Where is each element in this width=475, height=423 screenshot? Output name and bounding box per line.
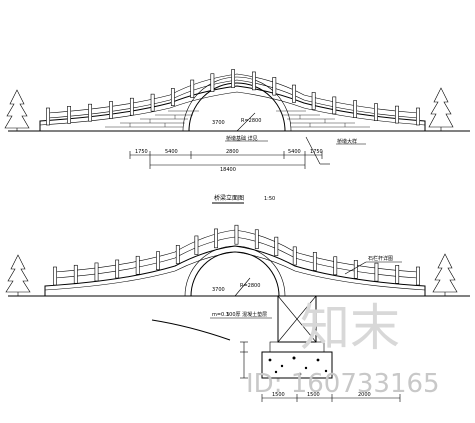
upper-railing-post — [252, 71, 256, 91]
lower-railing-post — [214, 228, 218, 249]
lower-arch-label-1: R=2800 — [240, 283, 260, 289]
upper-radius-leader — [236, 112, 256, 132]
lower-bridge-body — [44, 245, 426, 296]
lower-railing-post — [292, 246, 297, 266]
upper-railing-post — [170, 88, 175, 106]
upper-callout-label: 桥墩大样 — [337, 138, 357, 145]
upper-railing-post — [231, 69, 235, 88]
upper-dim-total: 18400 — [220, 167, 236, 173]
upper-railing-post — [210, 73, 215, 92]
upper-tree-right — [428, 87, 454, 131]
upper-railing-post — [88, 103, 92, 122]
lower-railing-post — [374, 262, 379, 282]
upper-railing-post — [67, 106, 71, 124]
lower-callout-label: 石栏杆详图 — [368, 255, 393, 262]
lower-railing-post — [254, 229, 259, 249]
upper-railing-post — [332, 96, 337, 115]
lower-railing-post — [175, 245, 180, 264]
lower-railing-post — [94, 262, 99, 282]
upper-dim-1: 1750 — [135, 149, 148, 155]
upper-arch — [188, 82, 286, 132]
upper-railing-post — [190, 79, 195, 98]
lower-callout-leader — [344, 261, 367, 275]
upper-railing-post — [374, 103, 378, 121]
upper-railing-post — [46, 107, 50, 126]
upper-railing-post — [311, 92, 316, 110]
upper-railing-post — [272, 77, 277, 96]
lower-dim-2: 1500 — [307, 392, 320, 398]
upper-bridge-body — [39, 85, 426, 131]
lower-railing-posts — [53, 224, 420, 286]
upper-drawing-title: 桥梁立面图 — [214, 194, 244, 202]
upper-dim-2: 5400 — [165, 149, 178, 155]
upper-dim-5: 1750 — [310, 149, 323, 155]
upper-dim-4: 5400 — [288, 149, 301, 155]
lower-radius-leader — [234, 277, 251, 297]
upper-arch-label-1: R=2800 — [241, 118, 261, 124]
upper-railing-posts — [46, 69, 420, 126]
lower-railing-post — [73, 264, 78, 284]
lower-railing-post — [115, 259, 120, 279]
lower-tree-right — [432, 253, 458, 296]
upper-elevation: 1750 5400 2800 5400 1750 18400 R=2800 37… — [4, 69, 470, 204]
upper-railing-post — [109, 101, 113, 119]
lower-dim-3: 2000 — [358, 392, 371, 398]
watermark: 知末 ID: 160733165 — [246, 299, 440, 399]
lower-railing-post — [135, 255, 140, 275]
lower-section-label-1: m=0.3 — [212, 312, 229, 318]
lower-railing-post — [194, 235, 199, 255]
upper-railing-post — [353, 100, 357, 118]
upper-railing-post — [292, 84, 296, 103]
upper-drawing-scale: 1:50 — [264, 196, 275, 202]
upper-callout-leader — [305, 136, 321, 165]
lower-railing-post — [416, 266, 420, 286]
upper-deck-line — [39, 91, 426, 126]
lower-arch-label-2: 3700 — [212, 287, 225, 293]
upper-rail-top — [47, 73, 419, 114]
watermark-logo: 知末 — [300, 299, 400, 357]
lower-arch-ring — [184, 245, 286, 297]
lower-arch — [190, 251, 280, 297]
watermark-id: ID: 160733165 — [246, 369, 440, 399]
upper-railing-post — [395, 105, 399, 124]
lower-railing-post — [353, 259, 358, 279]
upper-tree-left — [4, 89, 30, 131]
lower-railing-post — [156, 251, 160, 271]
lower-elevation: R=2800 3700 石栏杆详图 m=0.3 100厚 混凝土垫层 — [5, 224, 470, 402]
upper-dim-3: 2800 — [226, 149, 239, 155]
lower-railing-post — [333, 256, 338, 276]
upper-railing-post — [150, 93, 155, 112]
upper-rail-bottom — [47, 79, 419, 119]
lower-railing-post — [312, 252, 317, 271]
upper-railing-post — [129, 97, 134, 116]
lower-railing-post — [53, 266, 57, 286]
lower-tree-left — [5, 254, 31, 296]
upper-masonry — [105, 110, 370, 128]
lower-cut-curve — [151, 319, 231, 341]
upper-arch-label-2: 3700 — [212, 120, 225, 126]
lower-railing-post — [274, 236, 279, 256]
upper-arch-ring — [182, 76, 292, 132]
upper-base-label: 桥墩基础 详见 — [226, 135, 258, 142]
lower-section-label-2: 100厚 混凝土垫层 — [226, 311, 267, 318]
lower-railing-post — [395, 265, 400, 284]
lower-dim-1: 1500 — [272, 392, 285, 398]
upper-railing-post — [416, 107, 420, 126]
lower-railing-post — [234, 224, 239, 245]
lower-pier-section — [261, 295, 333, 379]
